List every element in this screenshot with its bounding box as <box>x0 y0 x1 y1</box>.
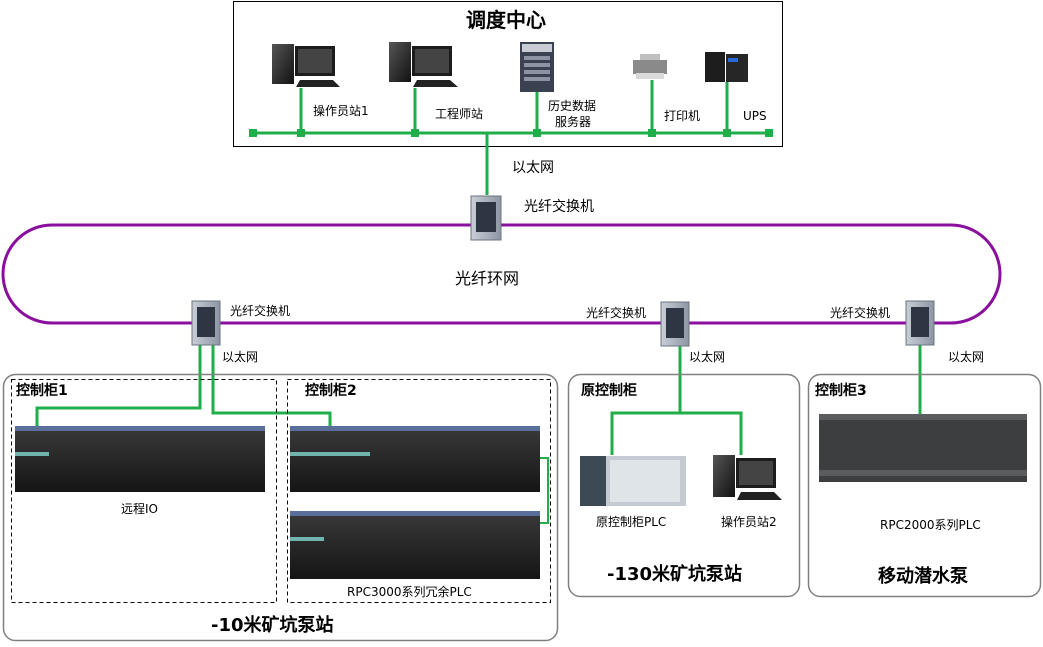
original-plc-icon <box>580 456 686 506</box>
dispatch-center-title: 调度中心 <box>466 8 546 32</box>
station-mobile-box <box>807 373 1042 598</box>
ups-label: UPS <box>743 109 767 123</box>
ethernet-label-top: 以太网 <box>512 160 554 176</box>
fiber-switch-label-right: 光纤交换机 <box>830 306 891 320</box>
mobile-pump-title: 移动潜水泵 <box>878 566 968 587</box>
ethernet-label-middle: 以太网 <box>689 350 726 364</box>
history-server-icon <box>520 42 554 92</box>
fiber-switch-label-left: 光纤交换机 <box>230 304 291 318</box>
cabinet-3-title: 控制柜3 <box>815 383 867 399</box>
station-10m-title: -10米矿坑泵站 <box>211 615 334 636</box>
fiber-switch-left-icon <box>191 300 221 346</box>
operator-station-2-label: 操作员站2 <box>721 515 777 529</box>
remote-io-label: 远程IO <box>121 502 158 516</box>
fiber-switch-top-icon <box>470 195 502 241</box>
history-server-label-line2: 服务器 <box>555 115 592 129</box>
bus-nodes <box>249 129 773 137</box>
redundant-plc-label: RPC3000系列冗余PLC <box>347 585 472 599</box>
original-cabinet-title: 原控制柜 <box>581 383 637 399</box>
original-plc-label: 原控制柜PLC <box>596 515 667 529</box>
operator-station-1-pc-icon <box>272 44 340 87</box>
rpc2000-plc-label: RPC2000系列PLC <box>880 518 981 532</box>
station-130m-title: -130米矿坑泵站 <box>607 564 743 585</box>
fiber-switch-middle-icon <box>660 301 690 347</box>
station-130m-box <box>567 373 801 598</box>
operator-station-1-label: 操作员站1 <box>313 104 369 118</box>
engineer-station-label: 工程师站 <box>435 107 484 121</box>
cabinet-1-title: 控制柜1 <box>16 383 68 399</box>
fiber-ring-label: 光纤环网 <box>455 269 520 288</box>
ethernet-links <box>35 342 922 455</box>
engineer-station-pc-icon <box>389 42 458 87</box>
ups-icon <box>705 52 748 82</box>
remote-io-rack <box>15 426 265 492</box>
redundant-plc-rack-1 <box>290 426 540 492</box>
redundancy-link <box>540 457 549 524</box>
redundant-plc-rack-2 <box>290 511 540 579</box>
rpc2000-plc-icon <box>819 414 1027 482</box>
dispatch-ethernet-bus <box>253 80 769 195</box>
operator-station-2-pc-icon <box>713 455 782 500</box>
fiber-switch-label-middle: 光纤交换机 <box>586 306 647 320</box>
fiber-switch-right-icon <box>905 300 935 346</box>
cabinet-2-title: 控制柜2 <box>305 383 357 399</box>
ethernet-label-left: 以太网 <box>222 350 259 364</box>
fiber-switch-label-top: 光纤交换机 <box>524 199 594 215</box>
station-10m-box <box>2 373 559 642</box>
cabinet-2-box <box>287 379 551 603</box>
ethernet-label-right: 以太网 <box>948 350 985 364</box>
printer-icon <box>633 54 667 79</box>
cabinet-1-box <box>11 379 277 603</box>
history-server-label-line1: 历史数据 <box>548 99 597 113</box>
printer-label: 打印机 <box>664 109 701 123</box>
